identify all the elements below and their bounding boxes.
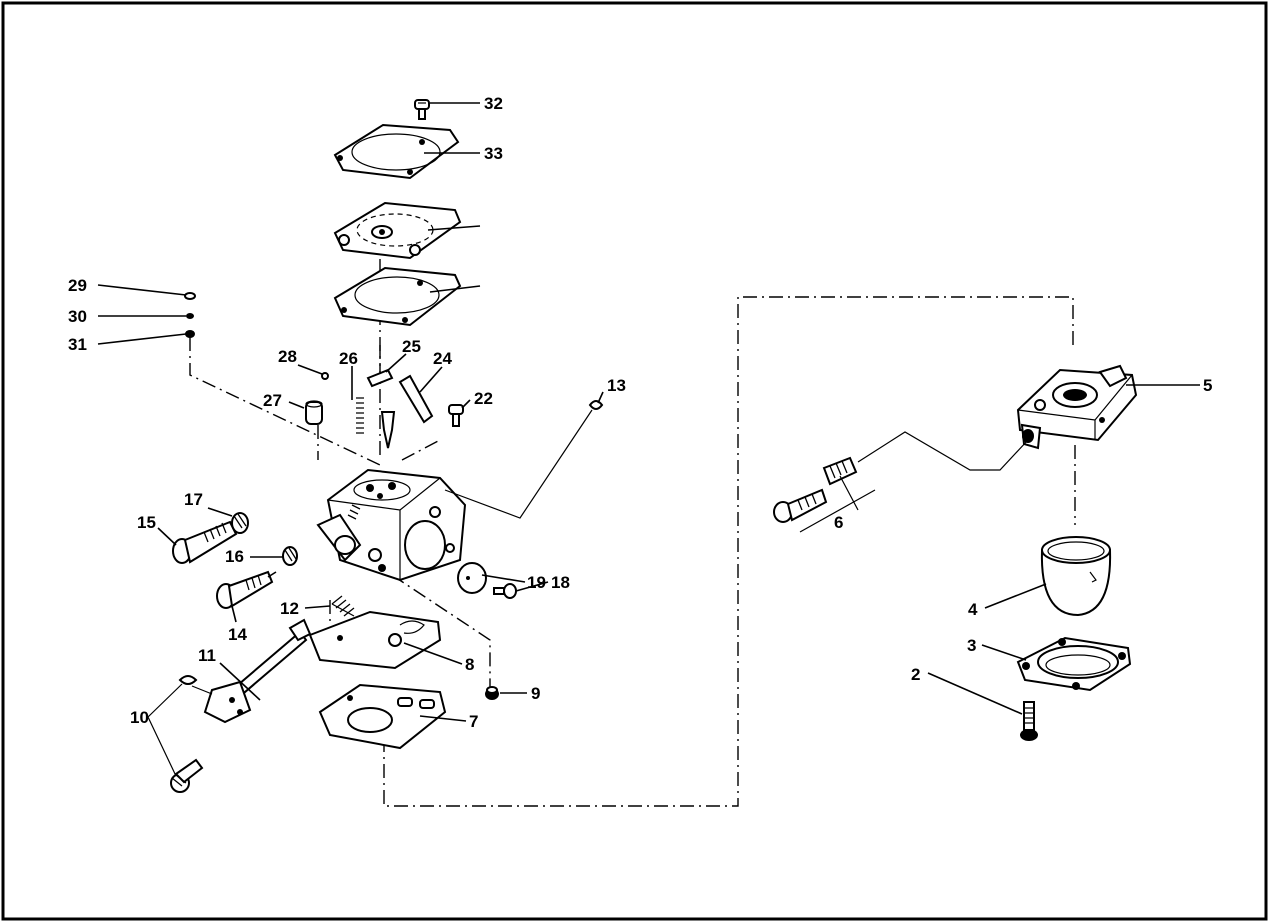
inlet-needle-icon bbox=[380, 411, 396, 449]
diaphragm-cover-31-icon bbox=[333, 123, 460, 180]
callout-6: 6 bbox=[834, 513, 843, 532]
bead-28-icon bbox=[186, 313, 194, 319]
callout-26: 28 bbox=[278, 347, 297, 366]
callout-19: 19 bbox=[527, 573, 546, 592]
plate-19-icon bbox=[457, 562, 487, 594]
callout-21: 24 bbox=[433, 349, 452, 368]
callout-16: 16 bbox=[225, 547, 244, 566]
callout-24: 26 bbox=[339, 349, 358, 368]
pump-body-5-icon bbox=[1016, 364, 1138, 450]
bead-27-icon bbox=[184, 292, 196, 300]
callout-22: 25 bbox=[402, 337, 421, 356]
callout-11: 11 bbox=[198, 646, 216, 665]
part-drawings bbox=[170, 99, 1138, 793]
lever-22-icon bbox=[366, 368, 394, 388]
spring-17-icon bbox=[231, 512, 249, 534]
callout-27: 29 bbox=[68, 276, 87, 295]
ball-26-icon bbox=[321, 372, 329, 380]
callout-10: 10 bbox=[130, 708, 149, 727]
throttle-shaft-11-icon bbox=[203, 618, 312, 724]
carburetor-body-icon bbox=[316, 468, 467, 582]
spring-12-icon bbox=[331, 595, 355, 617]
callout-28: 30 bbox=[68, 307, 87, 326]
callout-3: 3 bbox=[967, 636, 976, 655]
callout-17: 17 bbox=[184, 490, 203, 509]
leader-lines bbox=[97, 102, 1200, 777]
screw-30-icon bbox=[414, 99, 430, 120]
cover-3-icon bbox=[1016, 636, 1132, 692]
spring-leader-line bbox=[857, 431, 1029, 471]
clip-10-icon bbox=[178, 675, 198, 685]
adjusting-screw-14-icon bbox=[216, 570, 277, 609]
clip-13-icon bbox=[588, 400, 604, 410]
screw-18-icon bbox=[493, 583, 517, 599]
cup-4-icon bbox=[1040, 536, 1112, 617]
screw-6-icon bbox=[773, 488, 828, 523]
gasket-7-icon bbox=[318, 683, 447, 750]
gasket-33-icon bbox=[333, 266, 462, 327]
callout-25: 27 bbox=[263, 391, 282, 410]
callout-29: 31 bbox=[68, 335, 87, 354]
diaphragm-32-icon bbox=[333, 201, 462, 260]
spring-24-icon bbox=[356, 397, 364, 434]
adjusting-screw-15-icon bbox=[172, 520, 238, 564]
callout-7: 7 bbox=[469, 712, 478, 731]
callout-20: 22 bbox=[474, 389, 493, 408]
pin-21-icon bbox=[398, 374, 434, 424]
callout-15: 15 bbox=[137, 513, 156, 532]
callout-30: 32 bbox=[484, 94, 503, 113]
callout-4: 4 bbox=[968, 600, 978, 619]
callout-31: 33 bbox=[484, 144, 503, 163]
callout-18: 18 bbox=[551, 573, 570, 592]
gasket-8-icon bbox=[308, 610, 442, 670]
plug-25-icon bbox=[305, 400, 323, 425]
spring-16-icon bbox=[282, 546, 298, 566]
callout-5: 5 bbox=[1203, 376, 1212, 395]
callout-12: 12 bbox=[280, 599, 299, 618]
screw-10-icon bbox=[170, 758, 204, 793]
screen-9-icon bbox=[485, 686, 499, 700]
screw-20-icon bbox=[448, 404, 464, 427]
assembly-lines bbox=[189, 228, 1076, 807]
callout-8: 8 bbox=[465, 655, 474, 674]
callout-14: 14 bbox=[228, 625, 247, 644]
screw-2-icon bbox=[1020, 701, 1038, 741]
callout-2: 2 bbox=[911, 665, 920, 684]
callout-labels: 32 33 29 30 31 28 27 26 25 24 22 13 17 1… bbox=[68, 94, 1212, 731]
bead-29-icon bbox=[185, 330, 195, 338]
spring-6-icon bbox=[822, 456, 858, 486]
callout-9: 9 bbox=[531, 684, 540, 703]
callout-13: 13 bbox=[607, 376, 626, 395]
